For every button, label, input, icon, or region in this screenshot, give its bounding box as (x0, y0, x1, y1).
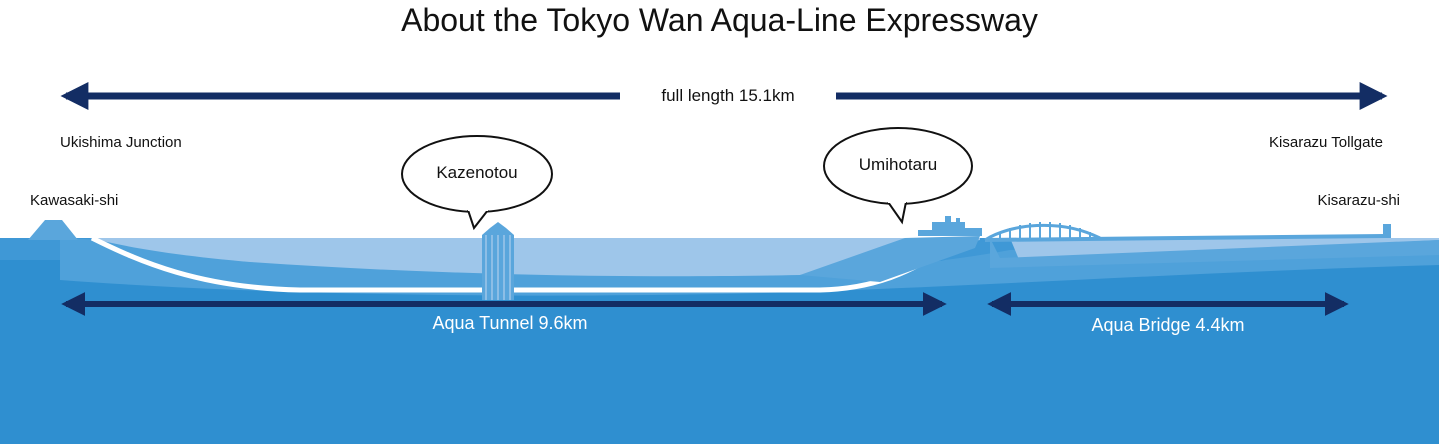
kazenotou-tower (482, 222, 514, 300)
ukishima-junction-label: Ukishima Junction (60, 134, 182, 151)
kisarazu-label: Kisarazu-shi (1317, 192, 1400, 209)
aqua-tunnel-label: Aqua Tunnel 9.6km (432, 313, 588, 333)
sea-light-area (90, 238, 980, 277)
sea-mid-right (990, 238, 1439, 268)
kazenotou-label: Kazenotou (436, 163, 518, 182)
umihotaru-building (918, 216, 982, 236)
full-length-label: full length 15.1km (620, 86, 836, 106)
kisarazu-tollgate-label: Kisarazu Tollgate (1269, 134, 1383, 151)
page-title: About the Tokyo Wan Aqua-Line Expressway (401, 2, 1038, 38)
kawasaki-shore-mound (28, 220, 78, 240)
aqua-bridge (984, 222, 1391, 242)
kazenotou-bubble (401, 135, 553, 231)
aqua-bridge-label: Aqua Bridge 4.4km (1091, 315, 1245, 335)
kawasaki-label: Kawasaki-shi (30, 192, 119, 209)
umihotaru-label: Umihotaru (858, 155, 938, 174)
umihotaru-ramp (800, 236, 980, 282)
umihotaru-bubble (823, 127, 973, 225)
